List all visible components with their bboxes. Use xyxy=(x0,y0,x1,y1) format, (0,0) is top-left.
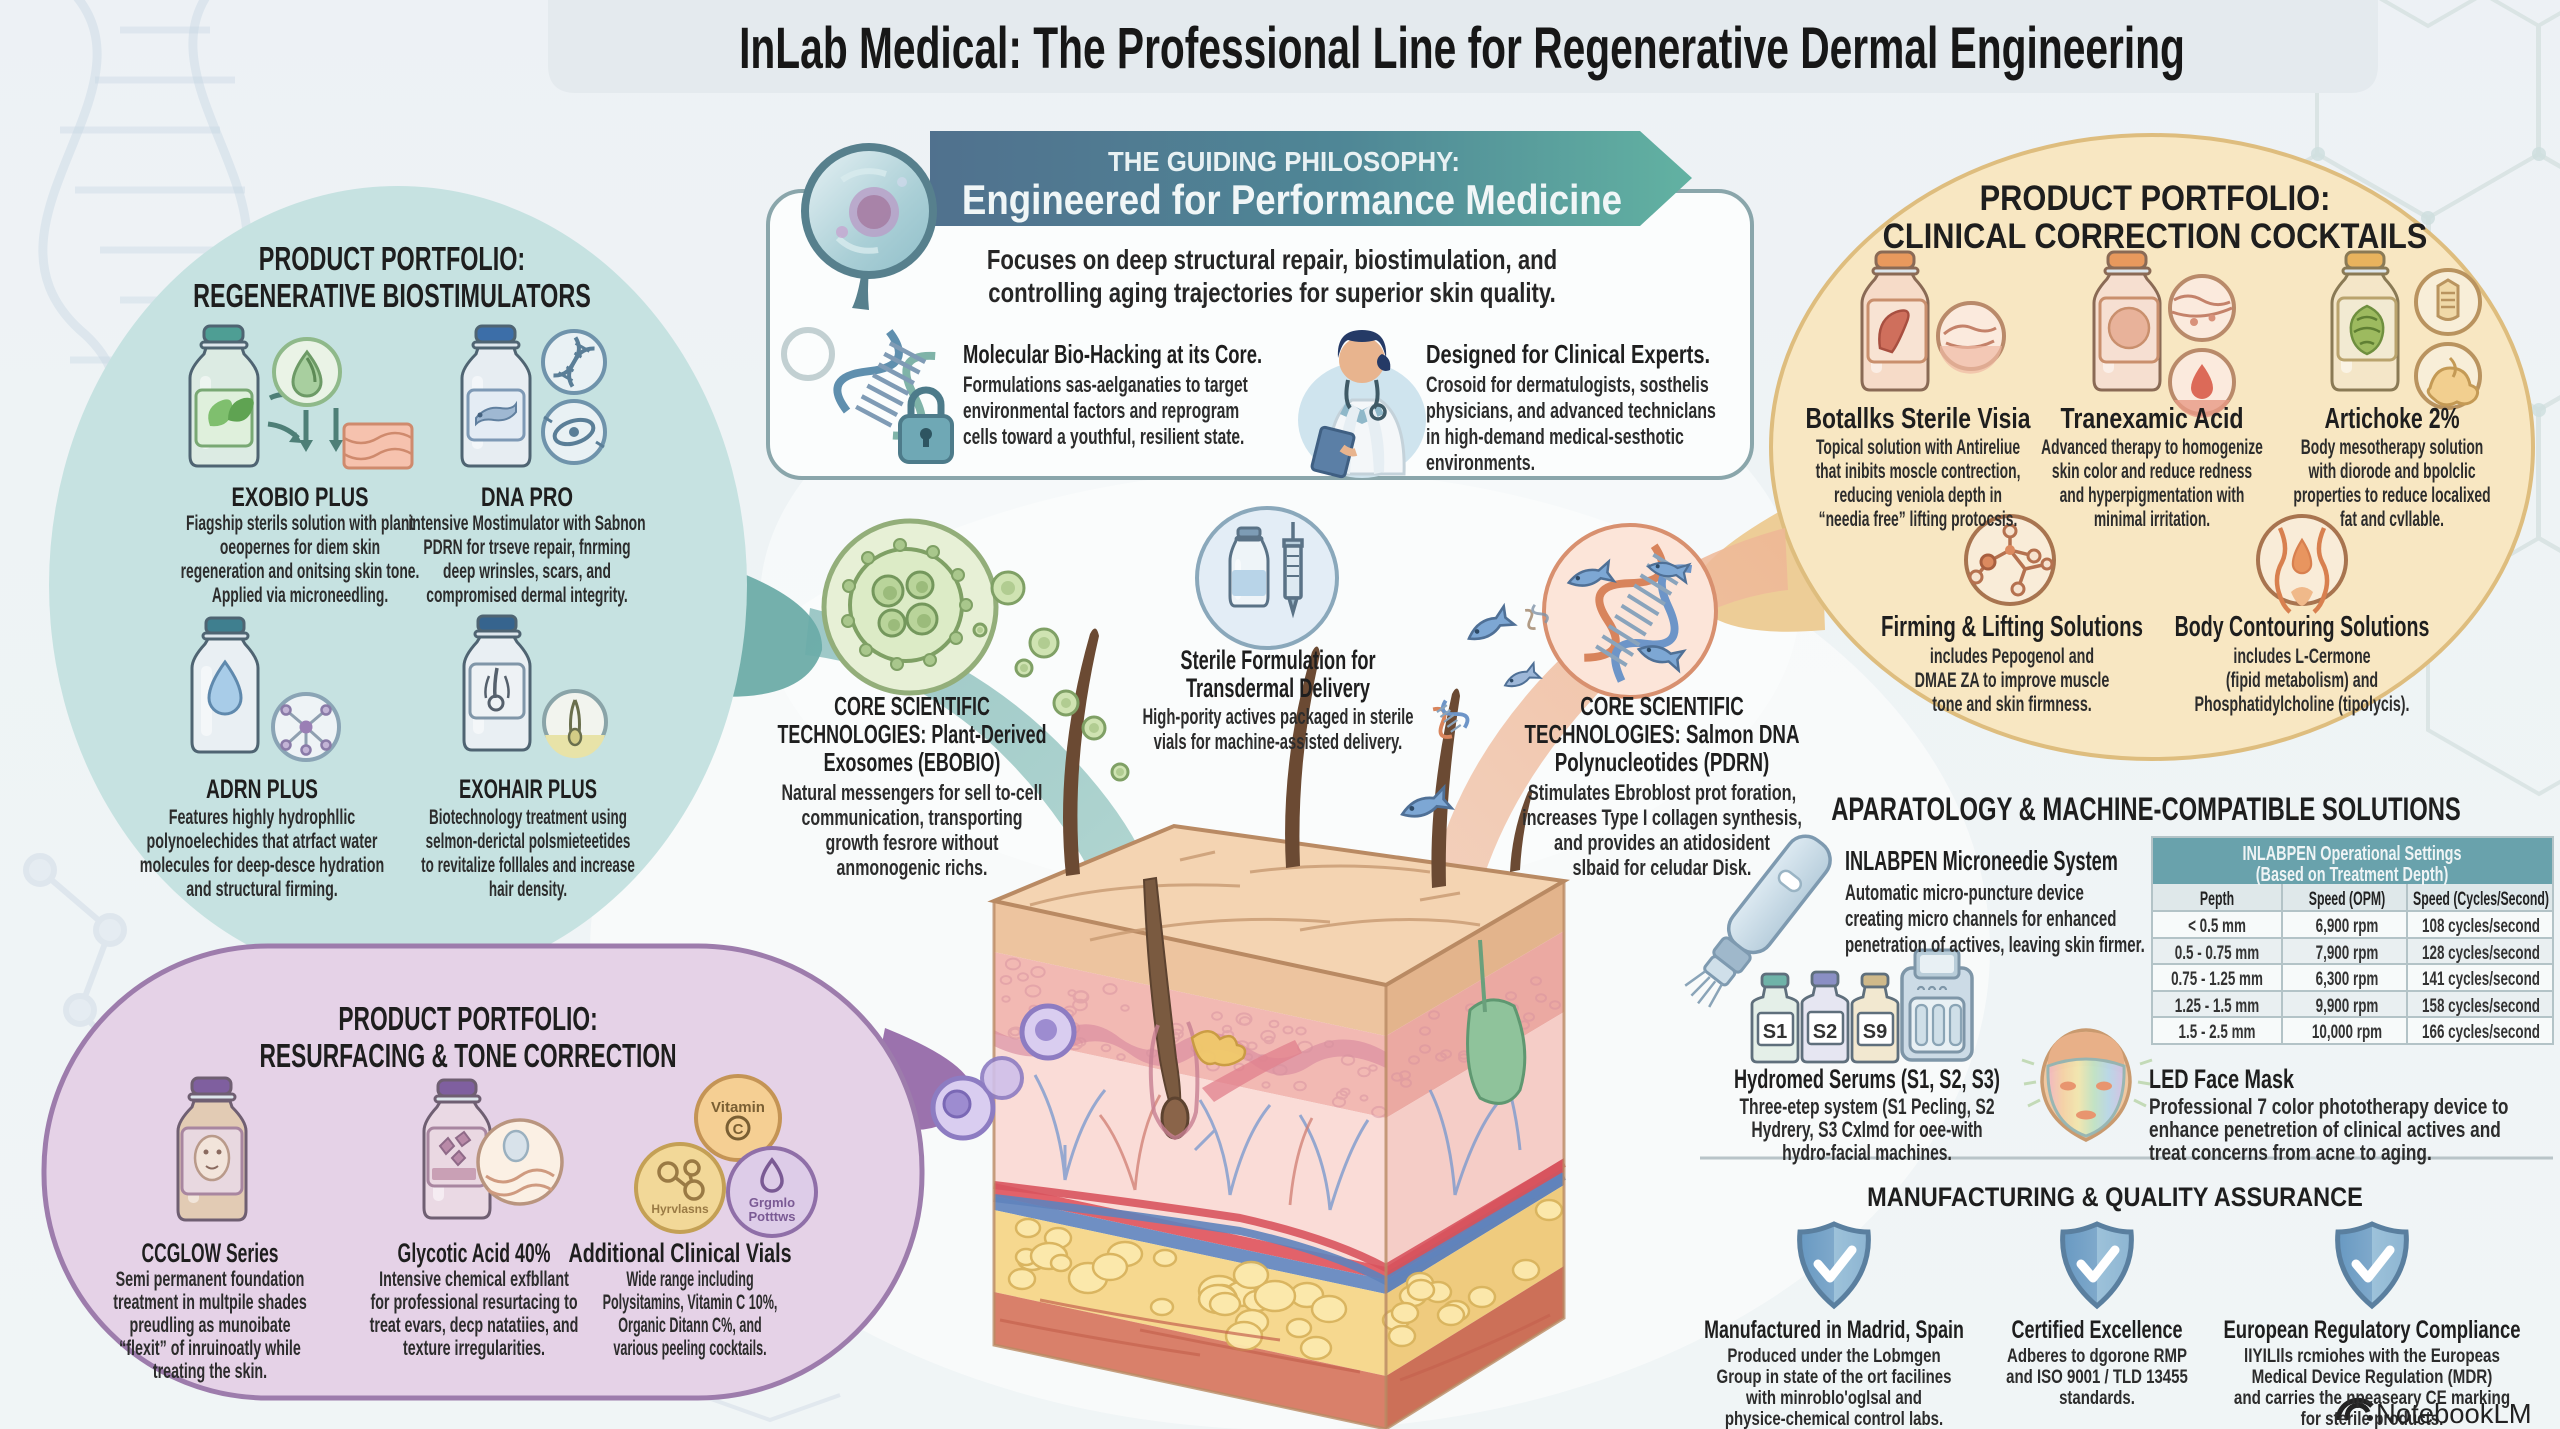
svg-text:S9: S9 xyxy=(1863,1021,1887,1043)
svg-text:S2: S2 xyxy=(1813,1021,1837,1043)
svg-text:C: C xyxy=(733,1121,744,1138)
svg-text:Grgmlo: Grgmlo xyxy=(749,1195,795,1210)
svg-text:Hyrvlasns: Hyrvlasns xyxy=(651,1202,709,1216)
svg-text:S1: S1 xyxy=(1763,1021,1787,1043)
svg-text:Vitamin: Vitamin xyxy=(711,1099,765,1116)
svg-text:Potttws: Potttws xyxy=(749,1209,796,1224)
